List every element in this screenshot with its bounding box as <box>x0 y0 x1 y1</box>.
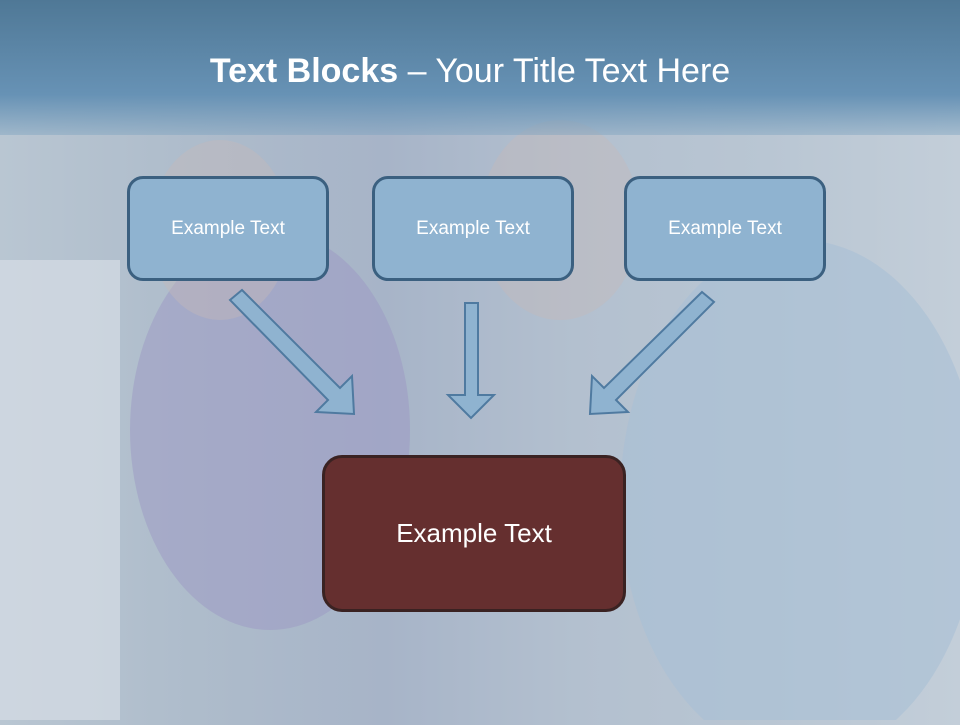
slide-title: Text Blocks – Your Title Text Here <box>0 52 940 91</box>
text-block-3-label: Example Text <box>668 217 782 239</box>
title-bar <box>0 0 960 135</box>
text-block-3[interactable]: Example Text <box>624 176 826 281</box>
title-bold: Text Blocks <box>209 52 399 90</box>
text-block-2[interactable]: Example Text <box>372 176 574 281</box>
title-rest: – Your Title Text Here <box>398 52 731 90</box>
main-text-block[interactable]: Example Text <box>322 455 626 612</box>
text-block-1-label: Example Text <box>171 217 285 239</box>
arrow-left <box>228 288 356 416</box>
text-block-1[interactable]: Example Text <box>127 176 329 281</box>
arrow-right <box>588 290 716 416</box>
text-block-2-label: Example Text <box>416 217 530 239</box>
main-text-block-label: Example Text <box>396 518 552 548</box>
arrow-center <box>445 302 497 420</box>
